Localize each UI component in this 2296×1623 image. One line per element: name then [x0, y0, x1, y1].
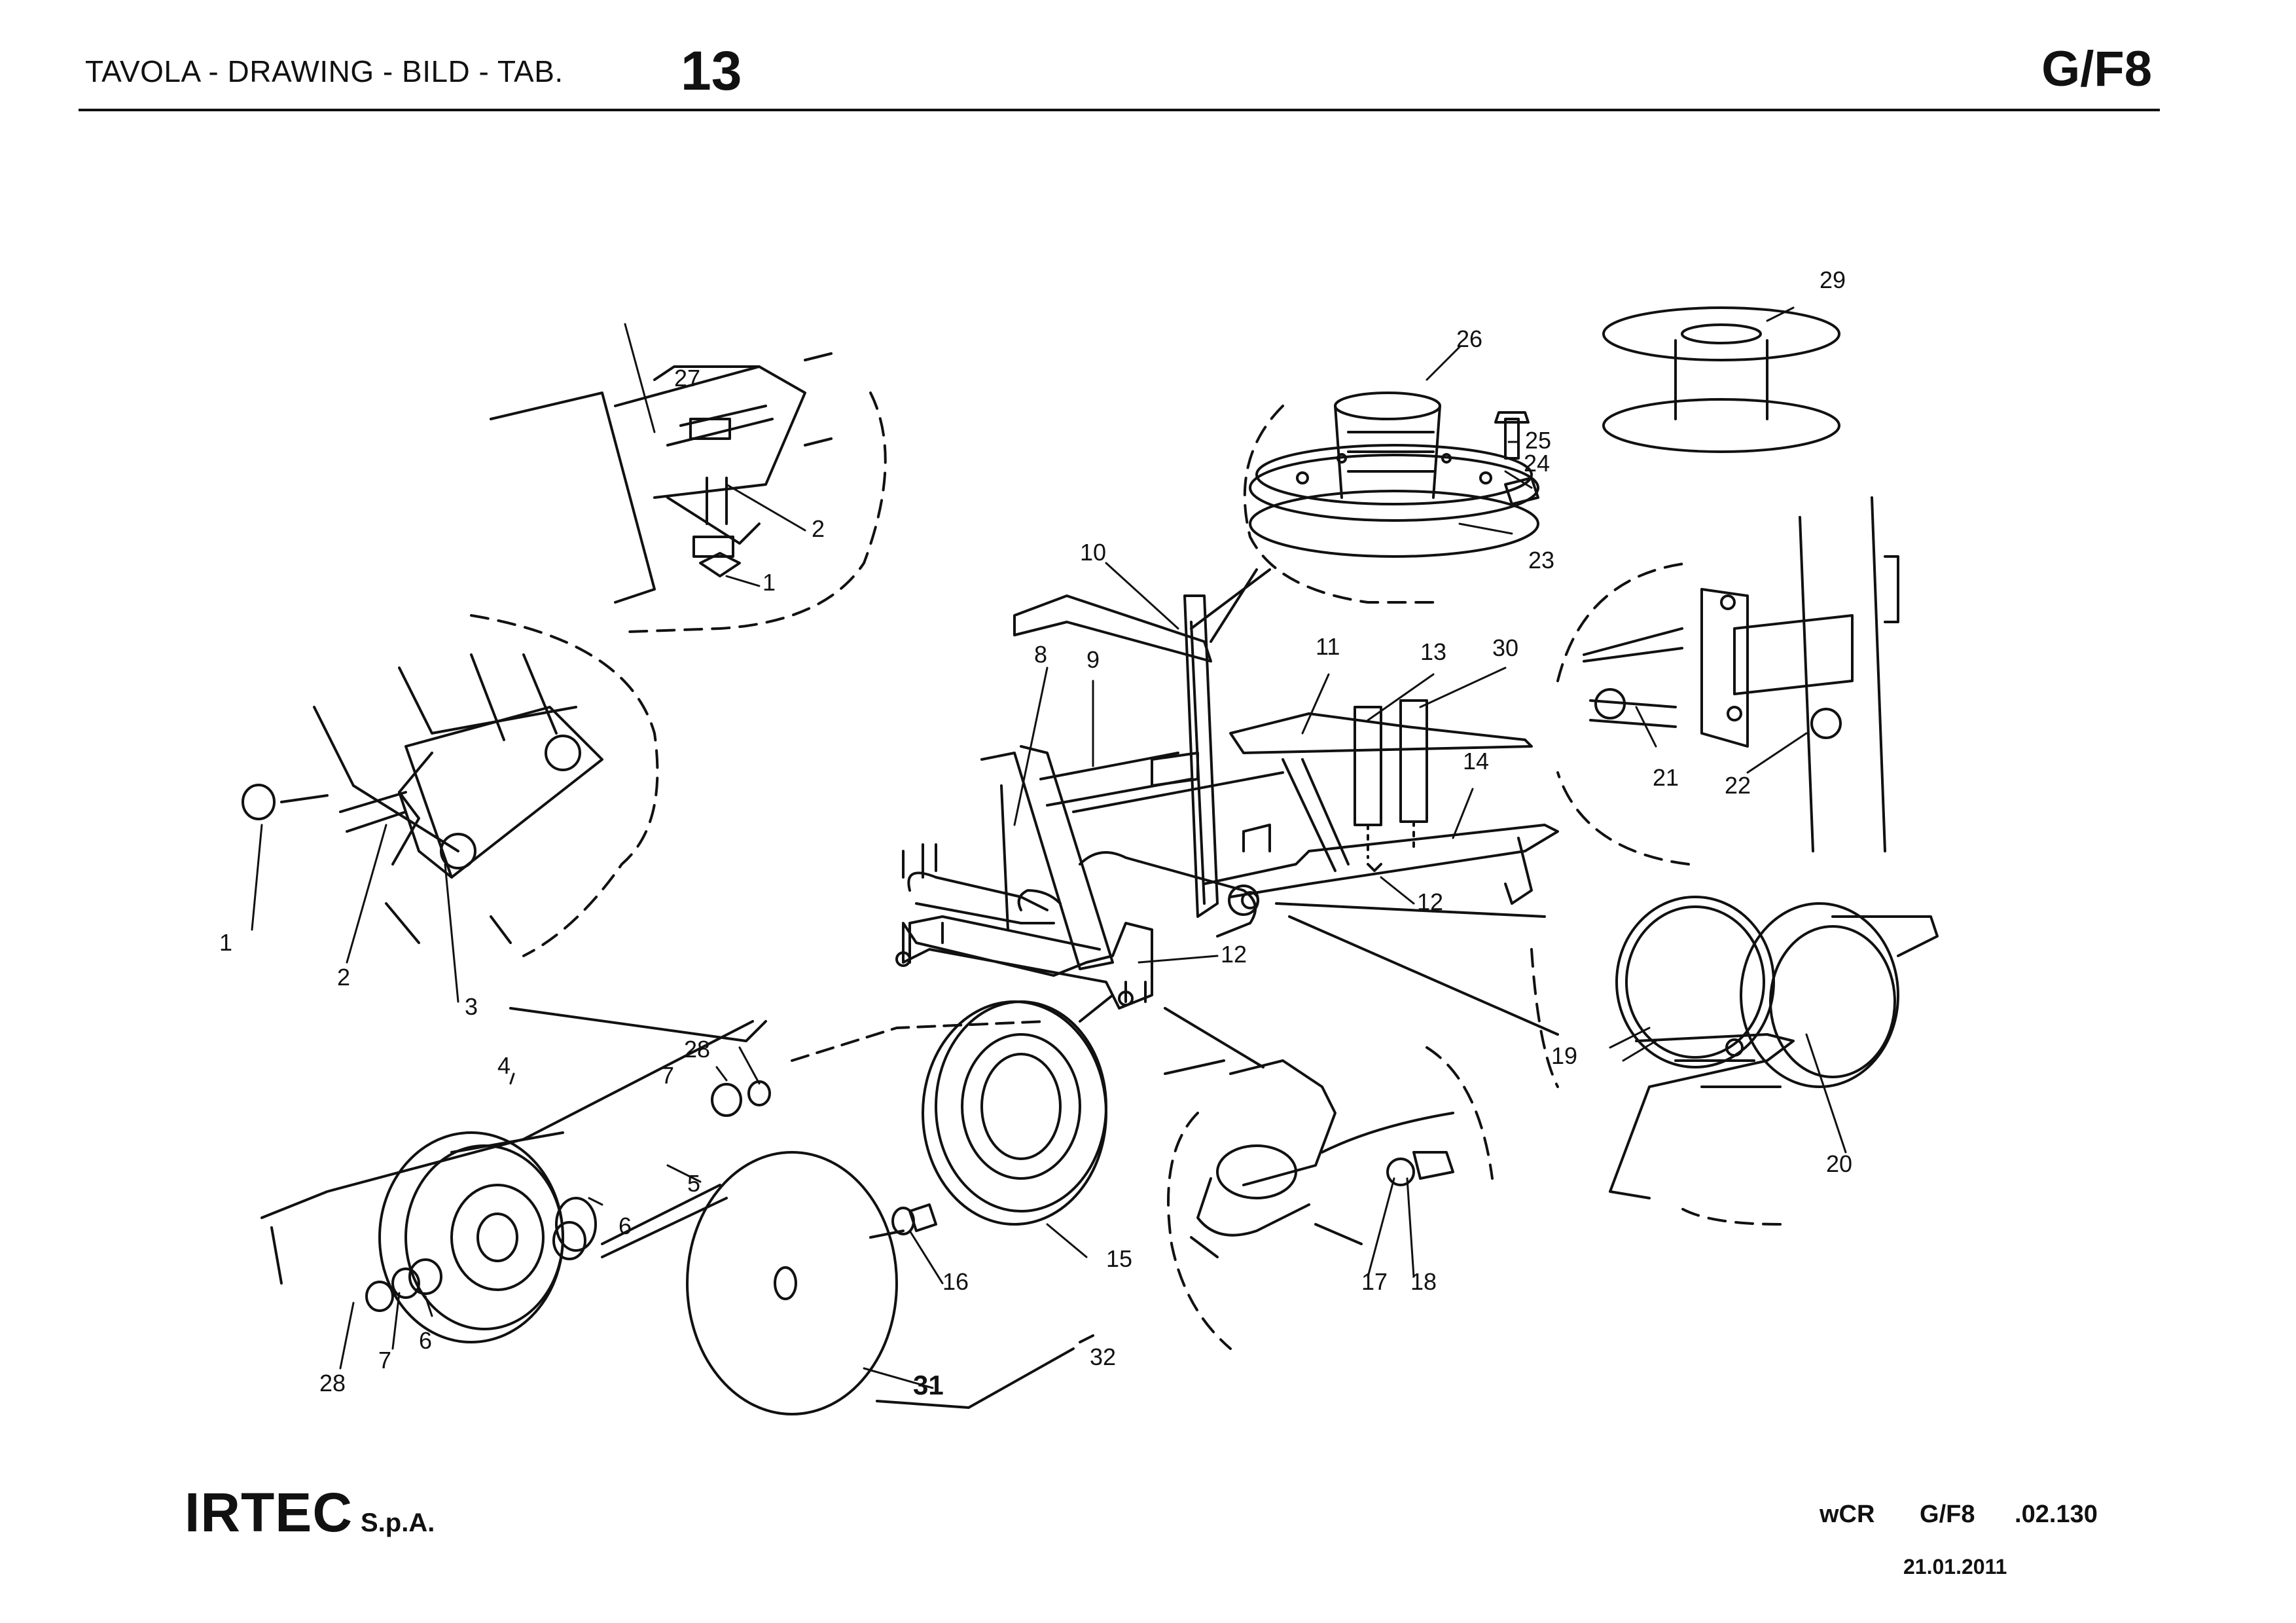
- callout-12-right: 12: [1417, 888, 1443, 915]
- callout-15: 15: [1106, 1245, 1132, 1272]
- callout-23: 23: [1528, 547, 1554, 574]
- company-logo: IRTEC S.p.A.: [185, 1481, 435, 1544]
- detail-left-pivot-bolt: [242, 614, 659, 957]
- ref-part-c: .02.130: [2015, 1501, 2098, 1528]
- callout-32: 32: [1090, 1343, 1116, 1370]
- callout-17: 17: [1361, 1268, 1388, 1295]
- detail-flange-pipes: [1190, 306, 1840, 643]
- document-reference: wCR G/F8 .02.130: [1820, 1501, 2098, 1529]
- callout-7-bottom: 7: [378, 1347, 391, 1374]
- detail-upper-bracket: [490, 352, 887, 633]
- callout-31: 31: [913, 1370, 944, 1400]
- callout-7-top: 7: [661, 1062, 674, 1089]
- callout-28-top: 28: [684, 1036, 710, 1063]
- callout-3: 3: [465, 993, 478, 1020]
- detail-cap-and-seal: [1275, 896, 1939, 1226]
- wheel-assembly: [260, 1007, 1049, 1343]
- callout-30: 30: [1492, 634, 1518, 661]
- callout-13: 13: [1420, 638, 1446, 665]
- table-number: 13: [681, 40, 742, 101]
- callout-22: 22: [1725, 772, 1751, 799]
- callout-11: 11: [1316, 633, 1340, 660]
- callout-9: 9: [1086, 646, 1100, 673]
- leader-lines: [251, 306, 1847, 1389]
- callout-4: 4: [497, 1052, 511, 1079]
- model-code: G/F8: [2041, 41, 2152, 97]
- callout-24: 24: [1524, 450, 1550, 477]
- callout-2-top: 2: [812, 515, 825, 542]
- detail-roller-shaft: [1164, 1007, 1494, 1350]
- ref-part-b: G/F8: [1920, 1501, 1975, 1528]
- callout-10: 10: [1080, 539, 1106, 566]
- callout-28-bottom: 28: [319, 1370, 346, 1396]
- callout-21: 21: [1653, 764, 1679, 791]
- company-name: IRTEC: [185, 1482, 353, 1543]
- callout-29: 29: [1820, 266, 1846, 293]
- callout-2-left: 2: [337, 964, 350, 991]
- disc-and-wheel: [686, 994, 1114, 1415]
- callout-8: 8: [1034, 641, 1047, 668]
- callout-18: 18: [1410, 1268, 1437, 1295]
- callout-20: 20: [1826, 1150, 1852, 1177]
- callout-numbers: 27 2 1 10 8 9 11 13 30 14 12 12 26 25 24…: [219, 266, 1852, 1400]
- detail-right-bolt-plate: [1556, 496, 1899, 866]
- callout-6-top: 6: [619, 1213, 632, 1239]
- callout-12-bottom: 12: [1221, 941, 1247, 968]
- header-rule: [79, 109, 2160, 111]
- callout-1-top: 1: [762, 569, 776, 596]
- company-suffix: S.p.A.: [361, 1508, 435, 1537]
- callout-25: 25: [1525, 427, 1551, 454]
- callout-27: 27: [674, 365, 700, 392]
- drawing-header-title: TAVOLA - DRAWING - BILD - TAB.: [85, 54, 564, 88]
- callout-16: 16: [942, 1268, 969, 1295]
- callout-19: 19: [1551, 1042, 1577, 1069]
- callout-5: 5: [687, 1170, 700, 1197]
- callout-1-left: 1: [219, 929, 232, 956]
- document-date: 21.01.2011: [1903, 1555, 2007, 1578]
- callout-6-bottom: 6: [419, 1327, 432, 1354]
- main-frame-assembly: [895, 594, 1559, 1010]
- ref-part-a: wCR: [1820, 1501, 1875, 1528]
- callout-26: 26: [1456, 325, 1482, 352]
- callout-14: 14: [1463, 748, 1489, 775]
